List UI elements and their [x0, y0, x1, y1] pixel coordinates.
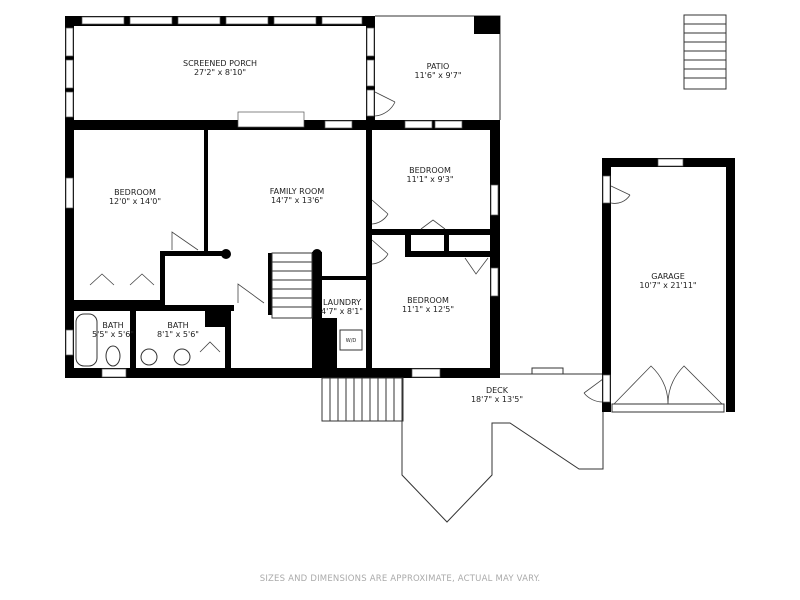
room-size: 18'7" x 13'5" [471, 395, 523, 404]
room-size: 4'7" x 8'1" [321, 307, 363, 316]
deck-outline [321, 367, 604, 523]
room-size: 8'1" x 5'6" [157, 330, 199, 339]
room-labels: SCREENED PORCH 27'2" x 8'10" PATIO 11'6"… [92, 59, 697, 404]
room-name: BATH [167, 321, 188, 330]
house-walls [65, 111, 500, 378]
room-name: BEDROOM [409, 166, 451, 175]
room-name: PATIO [427, 62, 450, 71]
room-name: DECK [486, 386, 509, 395]
room-size: 27'2" x 8'10" [194, 68, 246, 77]
room-name: GARAGE [651, 272, 685, 281]
disclaimer-footer: SIZES AND DIMENSIONS ARE APPROXIMATE, AC… [260, 574, 541, 584]
room-name: LAUNDRY [323, 298, 361, 307]
screened-porch-walls [65, 16, 396, 130]
room-name: FAMILY ROOM [270, 187, 325, 196]
room-name: SCREENED PORCH [183, 59, 257, 68]
room-size: 14'7" x 13'6" [271, 196, 323, 205]
room-size: 11'6" x 9'7" [414, 71, 461, 80]
room-size: 11'1" x 12'5" [402, 305, 454, 314]
room-size: 12'0" x 14'0" [109, 197, 161, 206]
patio-outline [375, 15, 501, 120]
room-name: BEDROOM [407, 296, 449, 305]
room-size: 5'5" x 5'6" [92, 330, 134, 339]
room-name: BEDROOM [114, 188, 156, 197]
room-size: 11'1" x 9'3" [406, 175, 453, 184]
exterior-stair [683, 14, 727, 90]
garage-walls [602, 158, 735, 413]
room-size: 10'7" x 21'11" [639, 281, 696, 290]
room-name: BATH [102, 321, 123, 330]
washer-dryer-label: W/D [346, 338, 357, 344]
